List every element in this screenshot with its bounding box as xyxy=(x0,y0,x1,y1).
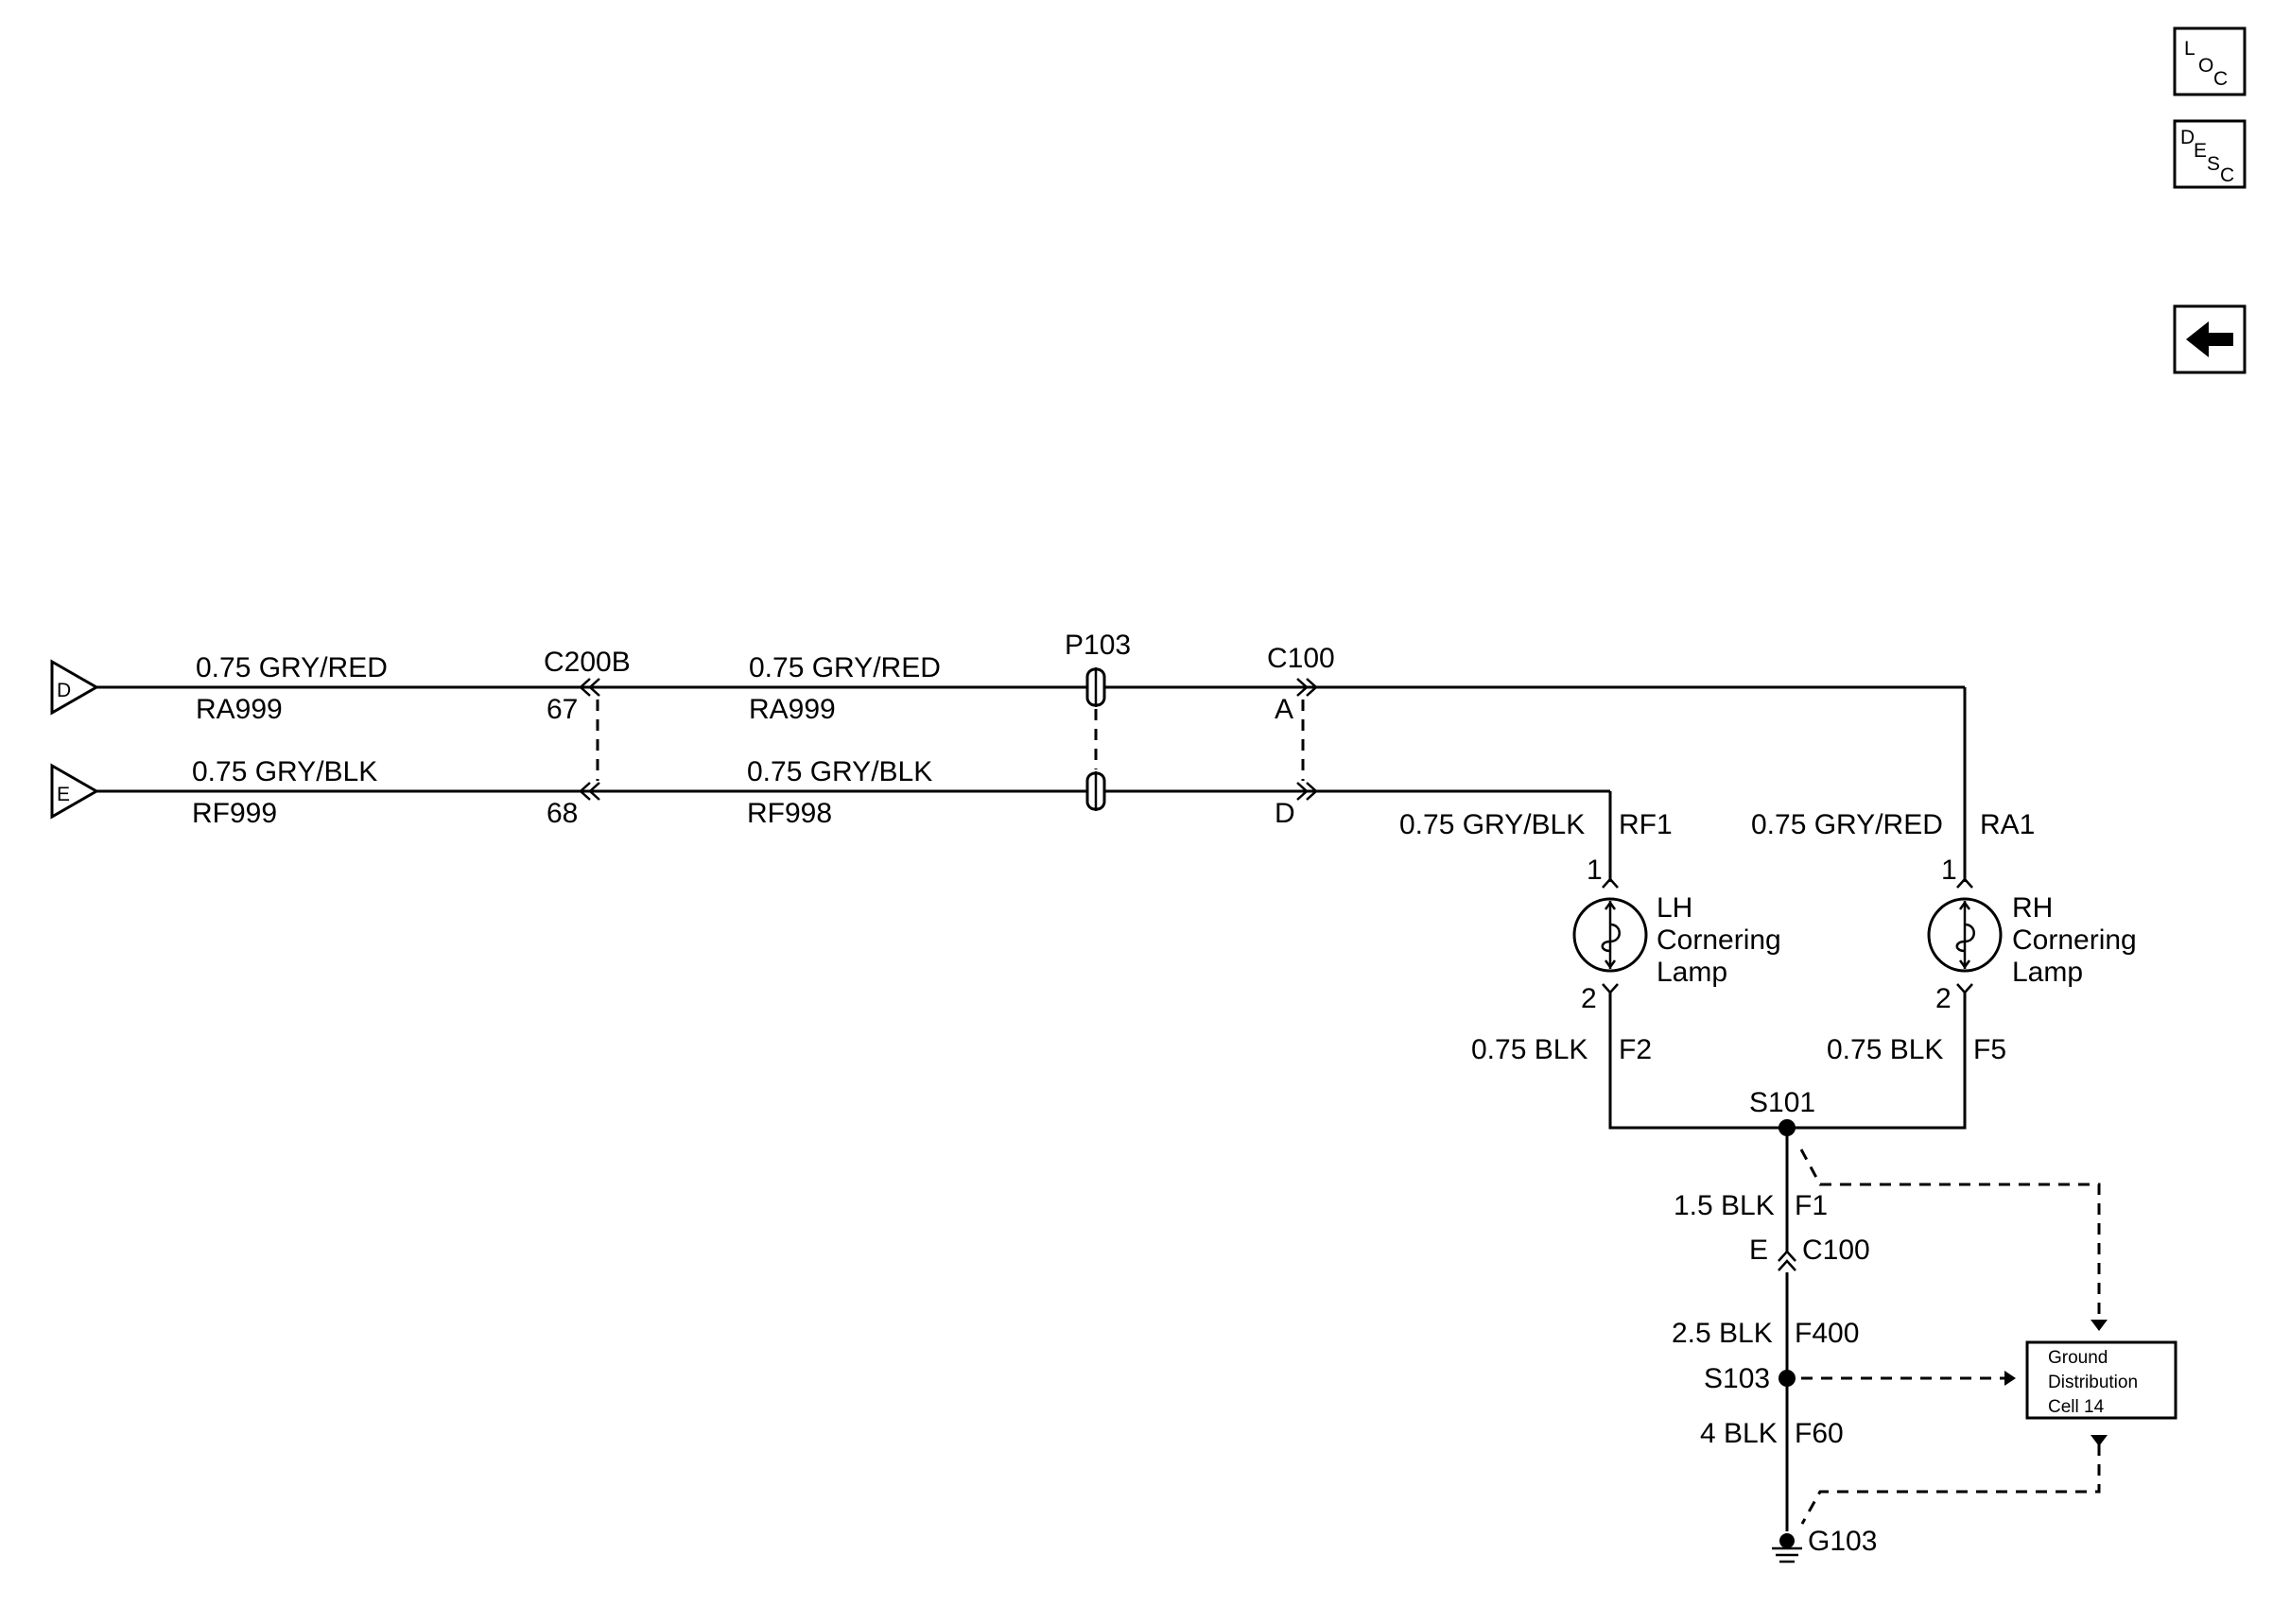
s101-output-gauge-label: 1.5 BLK xyxy=(1674,1190,1775,1221)
rh-output-circuit-label: F5 xyxy=(1973,1034,2006,1065)
lh-lamp-terminal-top xyxy=(1602,877,1619,889)
c200b-label: C200B xyxy=(544,647,631,678)
lh-lamp-filament-coil xyxy=(1601,923,1621,953)
rh-output-gauge-label: 0.75 BLK xyxy=(1827,1034,1943,1065)
rh-lamp-terminal-bottom xyxy=(1956,983,1973,994)
lh-output-circuit-label: F2 xyxy=(1619,1034,1652,1065)
lh-lamp-filament-arrows xyxy=(1604,900,1617,970)
c200b-terminal-top xyxy=(579,678,600,697)
loc-button-frame xyxy=(2173,26,2247,96)
rh-input-gauge-label: 0.75 GRY/RED xyxy=(1751,809,1943,840)
loc-letter-l: L xyxy=(2184,38,2195,60)
desc-letter-d: D xyxy=(2180,127,2195,148)
desc-button[interactable]: D E S C xyxy=(2173,119,2247,189)
c100-lower-pin-e: E xyxy=(1749,1235,1768,1266)
s103-label: S103 xyxy=(1704,1363,1770,1394)
g103-label: G103 xyxy=(1808,1526,1877,1557)
wire2-gauge-label: 0.75 GRY/BLK xyxy=(192,756,377,787)
arrow-down-icon xyxy=(2091,1435,2108,1446)
desc-letter-e: E xyxy=(2194,140,2207,162)
c100-pin-a: A xyxy=(1275,694,1293,725)
input-d-triangle xyxy=(50,659,100,716)
rh-lamp-label-line1: RH xyxy=(2012,892,2053,924)
c100-pin-d: D xyxy=(1275,798,1295,829)
wire3-circuit-label: RA999 xyxy=(749,694,836,725)
input-e-symbol: E xyxy=(50,763,100,820)
lh-lamp-terminal-bottom xyxy=(1602,983,1619,994)
arrow-right-icon xyxy=(2004,1371,2016,1386)
wire1-circuit-label: RA999 xyxy=(196,694,283,725)
ground-distribution-box xyxy=(2025,1340,2178,1420)
wire1-gauge-label: 0.75 GRY/RED xyxy=(196,652,388,683)
c200b-terminal-bottom xyxy=(579,782,600,801)
rh-lamp-pin-2: 2 xyxy=(1935,983,1952,1014)
wire3-gauge-label: 0.75 GRY/RED xyxy=(749,652,941,683)
g103-ground-ref-dash xyxy=(1800,1444,2101,1525)
rh-lamp-label-line3: Lamp xyxy=(2012,957,2083,988)
lh-input-gauge-label: 0.75 GRY/BLK xyxy=(1399,809,1585,840)
ground-distribution-line1: Ground xyxy=(2048,1348,2108,1368)
input-e-triangle xyxy=(50,763,100,820)
rh-lamp-pin-1: 1 xyxy=(1941,855,1957,886)
loc-letter-c: C xyxy=(2213,68,2228,90)
s101-label: S101 xyxy=(1749,1087,1815,1118)
ground-distribution-reference[interactable]: Ground Distribution Cell 14 xyxy=(2025,1340,2178,1420)
rh-lamp-filament-coil xyxy=(1955,923,1975,953)
input-d-symbol: D xyxy=(50,659,100,716)
s101-ground-ref-dash xyxy=(1799,1149,2101,1316)
wire4-gauge-label: 0.75 GRY/BLK xyxy=(747,756,932,787)
g103-ground-dot xyxy=(1779,1533,1795,1548)
input-e-letter: E xyxy=(57,784,70,805)
ground-distribution-line3: Cell 14 xyxy=(2048,1397,2105,1417)
loc-letter-o: O xyxy=(2198,55,2213,77)
rh-cornering-lamp: 1 2 RH Cornering Lamp xyxy=(1927,855,2137,1014)
ground-distribution-line2: Distribution xyxy=(2048,1373,2138,1392)
c100-lower-terminal xyxy=(1778,1250,1796,1271)
s101-output-circuit-label: F1 xyxy=(1795,1190,1828,1221)
rh-lamp-terminal-top xyxy=(1956,877,1973,889)
lh-input-circuit-label: RF1 xyxy=(1619,809,1673,840)
desc-letter-c: C xyxy=(2220,164,2234,186)
arrow-up-icon xyxy=(2091,1320,2108,1331)
c100-output-circuit-label: F400 xyxy=(1795,1318,1859,1349)
lh-lamp-pin-1: 1 xyxy=(1587,855,1603,886)
p103-grommet-top xyxy=(1085,667,1106,707)
p103-grommet-bottom xyxy=(1085,771,1106,811)
wire4-circuit-label: RF998 xyxy=(747,798,832,829)
c100-lower-label: C100 xyxy=(1802,1235,1870,1266)
c200b-pin-67: 67 xyxy=(547,694,578,725)
lh-lamp-label-line2: Cornering xyxy=(1657,924,1781,956)
lh-lamp-label-line3: Lamp xyxy=(1657,957,1727,988)
desc-letter-s: S xyxy=(2207,153,2220,175)
rh-lamp-label-line2: Cornering xyxy=(2012,924,2137,956)
wire2-circuit-label: RF999 xyxy=(192,798,277,829)
c100-terminal-a xyxy=(1296,678,1318,697)
s103-output-circuit-label: F60 xyxy=(1795,1418,1844,1449)
lh-cornering-lamp: 1 2 LH Cornering Lamp xyxy=(1572,855,1781,1014)
input-d-letter: D xyxy=(57,680,71,701)
lh-output-gauge-label: 0.75 BLK xyxy=(1471,1034,1588,1065)
lh-lamp-label-line1: LH xyxy=(1657,892,1692,924)
rh-input-circuit-label: RA1 xyxy=(1980,809,2035,840)
lh-lamp-pin-2: 2 xyxy=(1581,983,1597,1014)
p103-label: P103 xyxy=(1065,630,1131,661)
s103-splice-dot xyxy=(1778,1370,1796,1387)
s103-output-gauge-label: 4 BLK xyxy=(1700,1418,1778,1449)
loc-button[interactable]: L O C xyxy=(2173,26,2247,96)
rh-lamp-filament-arrows xyxy=(1958,900,1971,970)
back-button[interactable] xyxy=(2173,304,2247,374)
c200b-pin-68: 68 xyxy=(547,798,578,829)
c100-label: C100 xyxy=(1267,643,1335,674)
c100-terminal-d xyxy=(1296,782,1318,801)
c100-output-gauge-label: 2.5 BLK xyxy=(1672,1318,1773,1349)
desc-button-frame xyxy=(2173,119,2247,189)
back-arrow-icon xyxy=(2186,321,2233,357)
ground-symbol-icon xyxy=(1772,1546,1802,1564)
